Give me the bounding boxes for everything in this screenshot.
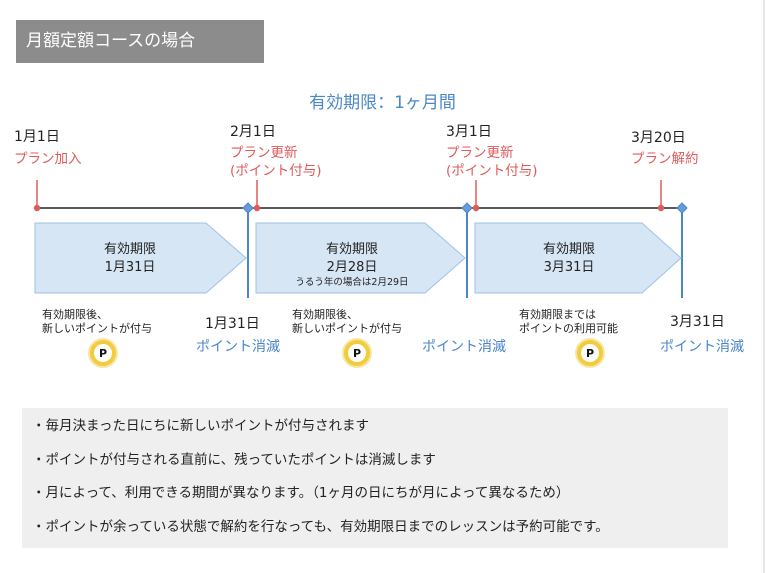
- event-dot-2: [253, 204, 261, 212]
- expiry-marker-3: [676, 202, 688, 214]
- point-note-3: 有効期限までは ポイントの利用可能: [519, 308, 618, 336]
- period-3-title: 有効期限: [542, 242, 595, 257]
- event-action-2: プラン更新: [230, 145, 298, 161]
- event-dot-3: [472, 204, 480, 212]
- period-3-label: 有効期限 3月31日: [509, 241, 629, 277]
- event-date-3: 3月1日: [446, 124, 492, 140]
- event-note-3: (ポイント付与): [446, 163, 538, 179]
- note-line-4: ・ポイントが余っている状態で解約を行なっても、有効期限日までのレッスンは予約可能…: [32, 518, 609, 535]
- expiry-date-3: 3月31日: [670, 314, 725, 330]
- event-action-1: プラン加入: [14, 151, 82, 167]
- event-dot-1: [33, 204, 41, 212]
- event-dot-4: [657, 204, 665, 212]
- period-arrow-2: [255, 222, 466, 294]
- period-2-date: 2月28日: [326, 260, 378, 275]
- period-2-leap-note: うるう年の場合は2月29日: [295, 277, 409, 288]
- period-3-date: 3月31日: [543, 260, 595, 275]
- event-note-2: (ポイント付与): [230, 163, 322, 179]
- period-arrow-3: [474, 222, 682, 294]
- point-coin-icon: P: [342, 338, 372, 368]
- point-note-2-line2: 新しいポイントが付与: [292, 322, 402, 335]
- event-action-4: プラン解約: [631, 151, 699, 167]
- note-line-2: ・ポイントが付与される直前に、残っていたポイントは消滅します: [32, 451, 436, 468]
- point-note-3-line1: 有効期限までは: [519, 308, 596, 321]
- notes-panel: ・毎月決まった日にちに新しいポイントが付与されます ・ポイントが付与される直前に…: [22, 408, 728, 548]
- point-note-1: 有効期限後、 新しいポイントが付与: [42, 308, 152, 336]
- page-border: [763, 0, 765, 573]
- timeline-diagram: [33, 180, 688, 298]
- period-2-title: 有効期限: [325, 242, 378, 257]
- event-date-4: 3月20日: [631, 130, 686, 146]
- point-note-2-line1: 有効期限後、: [292, 308, 358, 321]
- period-1-date: 1月31日: [104, 260, 156, 275]
- expiry-marker-2: [461, 202, 473, 214]
- expiry-marker-1: [242, 202, 254, 214]
- period-2-label: 有効期限 2月28日 うるう年の場合は2月29日: [292, 241, 412, 289]
- note-line-3: ・月によって、利用できる期間が異なります。（1ヶ月の日にちが月によって異なるため…: [32, 485, 570, 501]
- period-1-title: 有効期限: [103, 242, 156, 257]
- expiry-label-3: ポイント消滅: [660, 339, 744, 355]
- point-note-1-line1: 有効期限後、: [42, 308, 108, 321]
- event-date-2: 2月1日: [230, 124, 276, 140]
- point-note-1-line2: 新しいポイントが付与: [42, 322, 152, 335]
- expiry-date-1: 1月31日: [205, 316, 260, 332]
- point-coin-icon: P: [575, 338, 605, 368]
- point-note-3-line2: ポイントの利用可能: [519, 322, 618, 335]
- note-line-1: ・毎月決まった日にちに新しいポイントが付与されます: [32, 418, 369, 434]
- event-date-1: 1月1日: [14, 129, 60, 145]
- expiry-label-2: ポイント消滅: [422, 339, 506, 355]
- period-1-label: 有効期限 1月31日: [70, 241, 190, 277]
- expiry-label-1: ポイント消滅: [196, 339, 280, 355]
- point-note-2: 有効期限後、 新しいポイントが付与: [292, 308, 402, 336]
- page-title: 月額定額コースの場合: [16, 20, 264, 63]
- validity-heading: 有効期限：1ヶ月間: [309, 93, 456, 113]
- event-action-3: プラン更新: [446, 145, 514, 161]
- period-arrow-1: [34, 222, 247, 294]
- point-coin-icon: P: [88, 338, 118, 368]
